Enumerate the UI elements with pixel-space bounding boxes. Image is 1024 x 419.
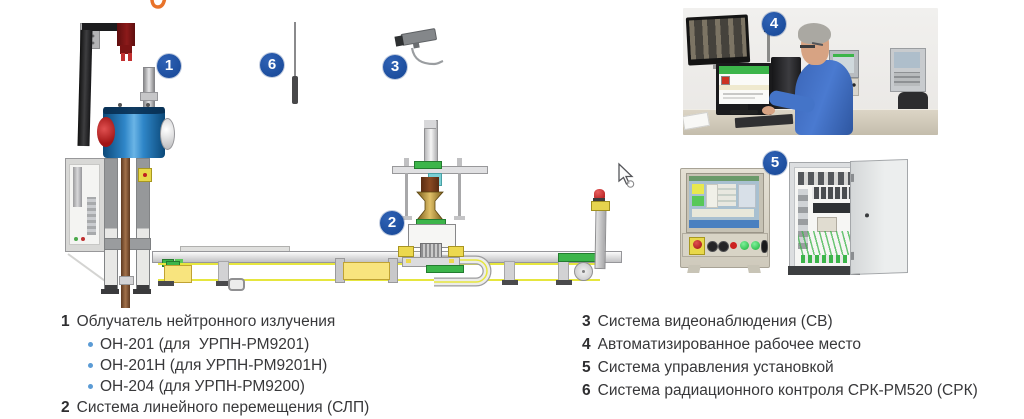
beacon-post <box>594 206 607 270</box>
legend-item-5: 5 Система управления установкой <box>582 358 834 378</box>
rail-mid-box <box>343 262 390 280</box>
legend-item-number: 5 <box>582 359 591 376</box>
legend-item-1: 1 Облучатель нейтронного излучения <box>61 312 335 332</box>
workstation-photo <box>683 8 938 135</box>
beacon-lamp <box>594 189 605 199</box>
legend-item-number: 6 <box>582 382 591 399</box>
legend-item-text: Система радиационного контроля СРК-РМ520… <box>597 382 978 399</box>
desk-monitor <box>716 63 772 115</box>
drum-white-port <box>160 118 175 150</box>
console-button-row <box>682 233 768 257</box>
cropped-title-fragment <box>150 0 167 9</box>
legend-bullet-item: ОН-201 (для УРПН-РМ9201) <box>88 335 309 355</box>
mouse-cursor <box>618 162 635 188</box>
source-rod <box>121 158 130 308</box>
wall-monitor <box>685 14 751 66</box>
carriage-tower-illustration <box>390 118 490 273</box>
drum-red-port <box>97 117 115 147</box>
legend-item-text: Автоматизированное рабочее место <box>597 336 862 353</box>
legend-item-6: 6 Система радиационного контроля СРК-РМ5… <box>582 381 978 401</box>
emergency-box <box>138 168 152 182</box>
legend-item-text: Система видеонаблюдения (СВ) <box>597 313 833 330</box>
legend-item-number: 4 <box>582 336 591 353</box>
glasses <box>800 45 815 48</box>
rail-drive-box <box>164 265 192 283</box>
linear-rail-illustration <box>150 189 625 295</box>
legend-item-number: 2 <box>61 399 70 416</box>
legend-bullet-item: ОН-204 (для УРПН-РМ9200) <box>88 377 305 397</box>
operator-hair <box>798 23 831 44</box>
red-bracket <box>117 23 135 46</box>
legend-item-number: 3 <box>582 313 591 330</box>
floor-support-line <box>67 253 106 282</box>
legend-item-text: Система линейного перемещения (СЛП) <box>76 399 370 416</box>
legend-item-2: 2 Система линейного перемещения (СЛП) <box>61 398 369 418</box>
legend-item-3: 3 Система видеонаблюдения (СВ) <box>582 312 833 332</box>
irradiator-side-cabinet <box>65 158 105 252</box>
callout-badge-3: 3 <box>383 55 407 79</box>
console-touchscreen <box>689 176 759 228</box>
callout-badge-4: 4 <box>762 12 786 36</box>
mast <box>767 28 770 62</box>
callout-badge-1: 1 <box>157 54 181 78</box>
operator-hand <box>762 106 775 115</box>
legend-item-4: 4 Автоматизированное рабочее место <box>582 335 861 355</box>
cabinet-base <box>788 266 860 275</box>
callout-badge-5: 5 <box>763 151 787 175</box>
control-console-illustration <box>680 167 770 275</box>
brass-column <box>416 191 444 221</box>
stand-arm <box>82 23 131 31</box>
legend-bullet-text: ОН-201Н (для УРПН-РМ9201Н) <box>100 357 328 374</box>
red-button <box>730 242 737 249</box>
legend-item-number: 1 <box>61 313 70 330</box>
legend-bullet-item: ОН-201Н (для УРПН-РМ9201Н) <box>88 356 327 376</box>
legend-item-text: Облучатель нейтронного излучения <box>76 313 336 330</box>
cctv-camera-illustration <box>394 28 444 66</box>
cabinet-door <box>850 158 908 276</box>
bullet-icon <box>88 342 93 347</box>
electrical-cabinet-illustration <box>788 158 910 280</box>
legend-bullet-text: ОН-204 (для УРПН-РМ9200) <box>100 378 305 395</box>
door-handle <box>865 213 869 218</box>
stand-column <box>77 29 93 147</box>
legend-item-text: Система управления установкой <box>597 359 834 376</box>
legend-left-column: 1 Облучатель нейтронного излучения ОН-20… <box>61 310 541 419</box>
selector-knob <box>761 240 768 253</box>
callout-badge-6: 6 <box>260 53 284 77</box>
pulley <box>574 262 593 281</box>
stand-leg <box>104 158 118 294</box>
legend-bullet-text: ОН-201 (для УРПН-РМ9201) <box>100 336 310 353</box>
key-switch <box>707 241 718 252</box>
neutron-irradiator-illustration <box>60 10 185 310</box>
radiation-probe-illustration <box>289 18 301 108</box>
bullet-icon <box>88 363 93 368</box>
key-switch <box>718 241 729 252</box>
cabinet-interior <box>794 167 854 267</box>
green-button <box>751 241 760 250</box>
bullet-icon <box>88 384 93 389</box>
cable-clamp <box>228 278 245 291</box>
estop-button <box>689 237 705 255</box>
cable-line <box>158 279 600 281</box>
callout-badge-2: 2 <box>380 211 404 235</box>
legend-right-column: 3 Система видеонаблюдения (СВ) 4 Автомат… <box>582 310 1012 405</box>
green-button <box>740 241 749 250</box>
energy-chain <box>434 255 492 287</box>
equipment-rack <box>890 48 926 92</box>
